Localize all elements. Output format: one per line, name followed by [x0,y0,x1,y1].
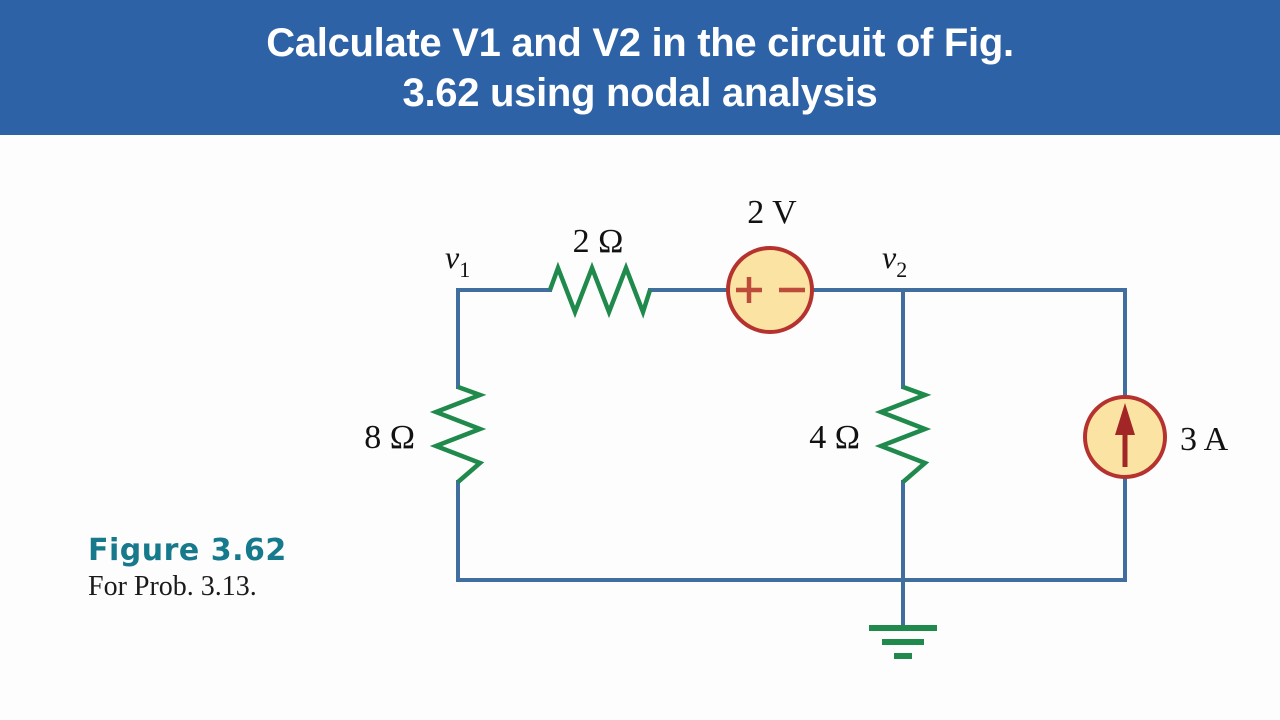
svg-text:v1: v1 [445,239,470,282]
current-source-label: 3 A [1180,421,1229,458]
voltage-source-circle [726,246,814,334]
title-line-1: Calculate V1 and V2 in the circuit of Fi… [266,20,1014,65]
resistor-2-ohm-label: 2 Ω [573,223,624,260]
title-banner: Calculate V1 and V2 in the circuit of Fi… [0,0,1280,135]
resistor-8-ohm: 8 Ω [364,384,487,484]
resistor-4-ohm-label: 4 Ω [809,419,860,456]
node-v1-subscript: 1 [459,257,470,282]
node-v1-base: v [445,239,460,275]
resistor-8-ohm-label: 8 Ω [364,419,415,456]
node-v1-label: v1 [445,239,470,282]
figure-problem-label: For Prob. 3.13. [88,571,257,602]
circuit-diagram: 2 Ω 8 Ω 4 Ω 2 V [364,194,1229,659]
resistor-2-ohm-zigzag [547,261,653,319]
ground-symbol [869,625,937,659]
current-source-3a: 3 A [1083,395,1229,479]
plus-icon [736,277,762,303]
title-line-2: 3.62 using nodal analysis [402,70,878,115]
node-v2-subscript: 2 [896,257,907,282]
current-arrow-up-icon [1115,403,1135,467]
svg-text:v2: v2 [882,239,907,282]
node-v2-base: v [882,239,897,275]
node-v2-label: v2 [882,239,907,282]
voltage-source-2v: 2 V [726,194,814,334]
resistor-2-ohm: 2 Ω [547,223,653,319]
resistor-8-ohm-zigzag [429,384,487,484]
figure-number-label: Figure 3.62 [88,533,287,568]
resistor-4-ohm: 4 Ω [809,384,932,484]
figure-caption: Figure 3.62 For Prob. 3.13. [88,534,388,604]
circuit-wires [456,288,1127,630]
voltage-source-label: 2 V [747,194,797,231]
resistor-4-ohm-zigzag [874,384,932,484]
